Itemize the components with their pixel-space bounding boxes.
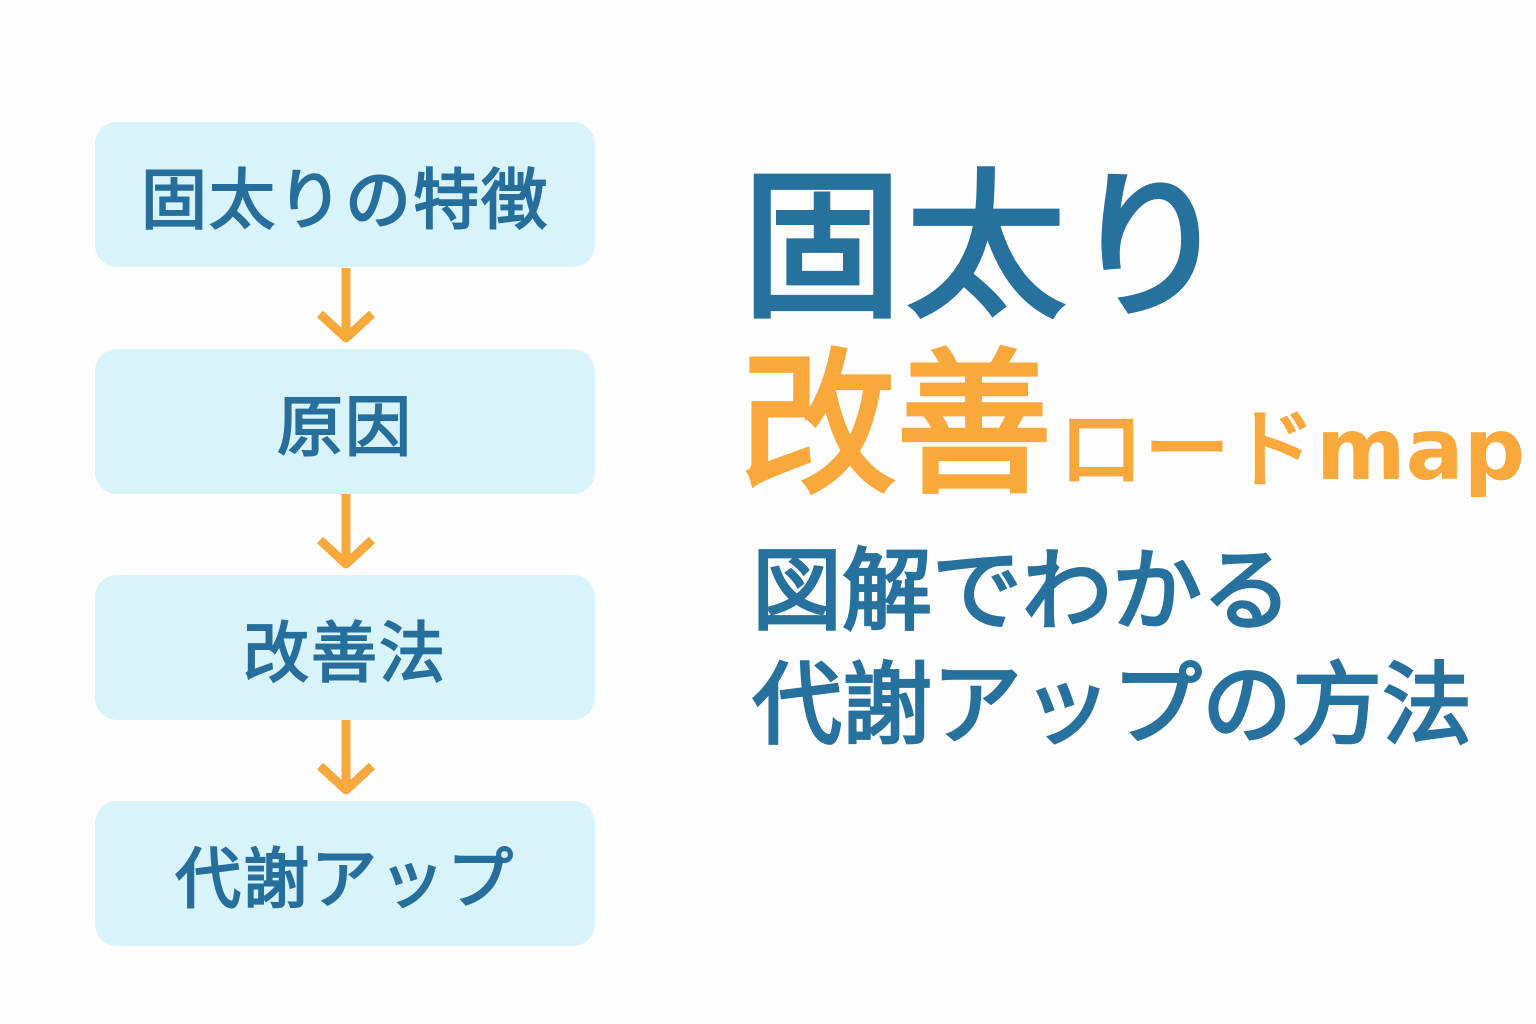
- step-label: 代謝アップ: [175, 840, 515, 918]
- flow-step-improvement: 改善法: [95, 575, 595, 720]
- step-label: 改善法: [243, 614, 447, 692]
- heading-line1: 固太り: [742, 154, 1235, 341]
- heading-line3: 図解でわかる: [752, 539, 1292, 644]
- heading-roadmap: ロードmap: [1058, 400, 1526, 500]
- down-arrow-icon: [316, 720, 376, 795]
- step-label: 固太りの特徴: [141, 161, 549, 239]
- flow-step-features: 固太りの特徴: [95, 122, 595, 267]
- heading-line2: 改善ロードmap: [740, 298, 1525, 524]
- heading-improvement: 改善: [740, 334, 1052, 516]
- heading-line4: 代謝アップの方法: [752, 653, 1472, 758]
- step-label: 原因: [277, 388, 413, 466]
- flow-step-cause: 原因: [95, 349, 595, 494]
- flow-step-metabolism: 代謝アップ: [95, 801, 595, 946]
- down-arrow-icon: [316, 268, 376, 343]
- down-arrow-icon: [316, 494, 376, 569]
